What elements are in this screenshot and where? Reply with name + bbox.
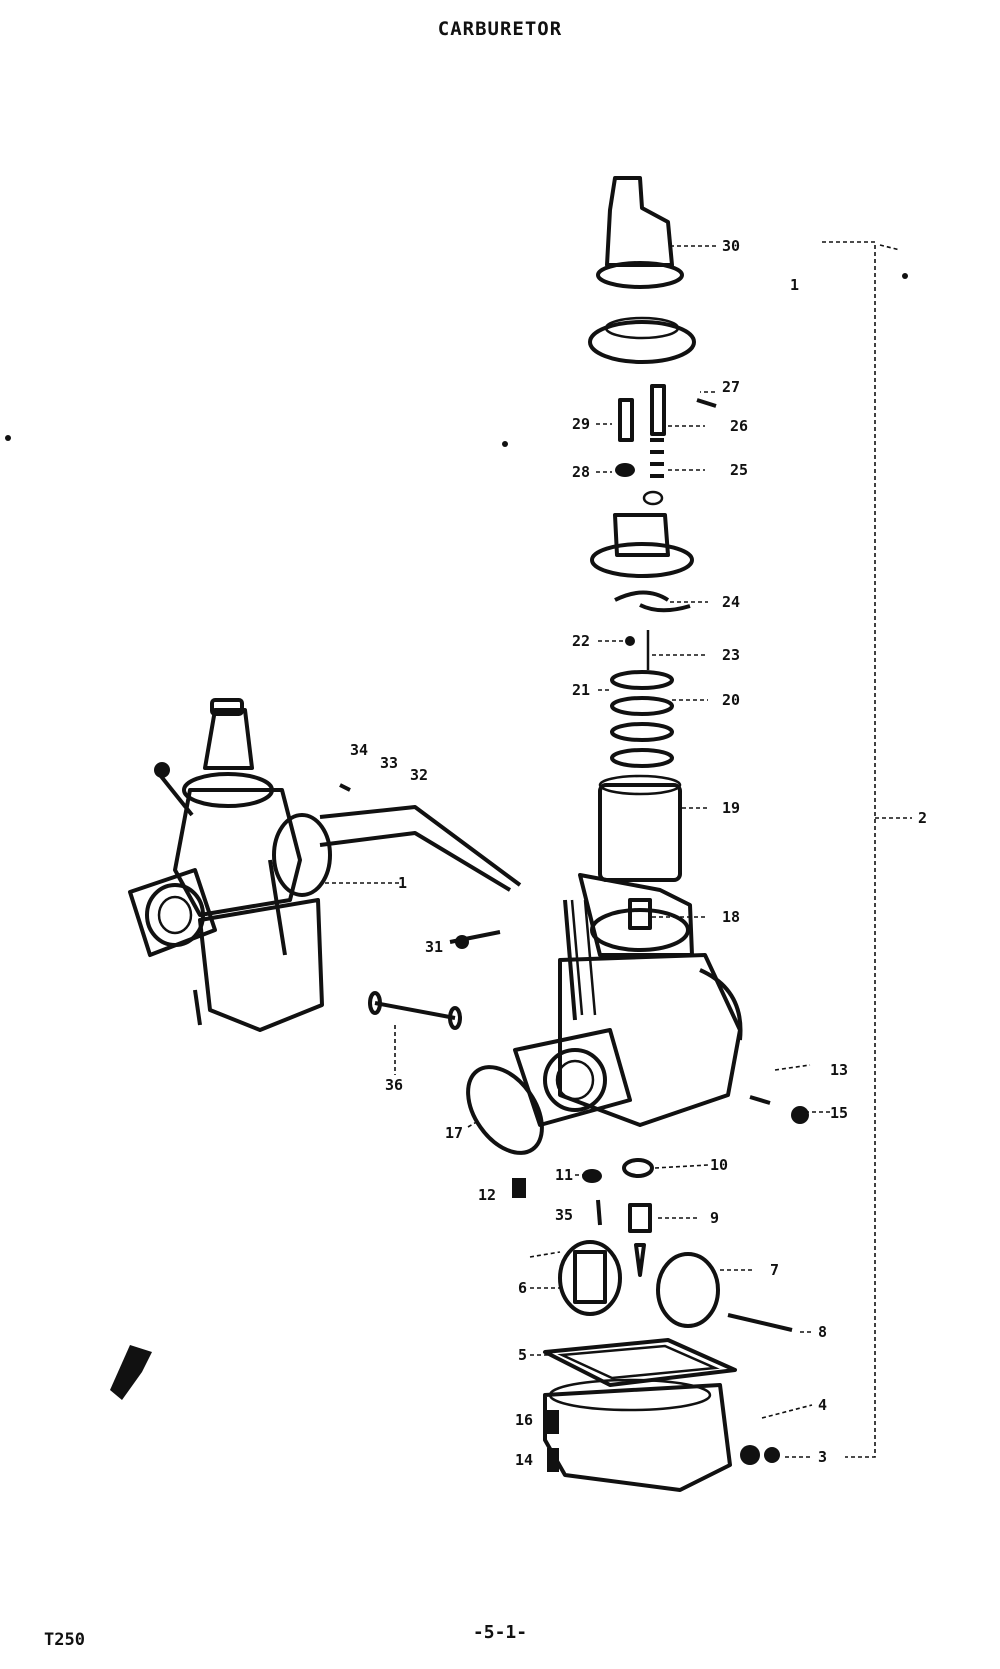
page-number: -5-1- [472,1622,528,1643]
callout-6: 6 [518,1279,527,1297]
callout-1: 1 [398,874,407,892]
callout-15: 15 [830,1104,848,1122]
callout-35: 35 [555,1206,573,1224]
callout-26: 26 [730,417,748,435]
callout-5: 5 [518,1346,527,1364]
callout-34: 34 [350,741,368,759]
callout-27: 27 [722,378,740,396]
callout-10: 10 [710,1156,728,1174]
callout-21: 21 [572,681,590,699]
callout-24: 24 [722,593,740,611]
callout-7: 7 [770,1261,779,1279]
page-title: CARBURETOR [437,18,563,40]
callout-32: 32 [410,766,428,784]
callout-2: 2 [918,809,927,827]
callout-33: 33 [380,754,398,772]
callout-16: 16 [515,1411,533,1429]
callout-31: 31 [425,938,443,956]
callout-13: 13 [830,1061,848,1079]
callout-9: 9 [710,1209,719,1227]
callout-25: 25 [730,461,748,479]
callout-23: 23 [722,646,740,664]
exploded-parts-illustration [5,176,908,1492]
callout-labels: 30 1 27 29 26 28 25 24 22 23 21 20 19 2 … [350,237,927,1469]
callout-20: 20 [722,691,740,709]
callout-19: 19 [722,799,740,817]
callout-22: 22 [572,632,590,650]
callout-29: 29 [572,415,590,433]
callout-11: 11 [555,1166,573,1184]
callout-4: 4 [818,1396,827,1414]
callout-30: 30 [722,237,740,255]
model-code: T250 [44,1630,85,1650]
callout-18: 18 [722,908,740,926]
callout-17: 17 [445,1124,463,1142]
assembled-carburetor-illustration [128,698,332,1032]
callout-8: 8 [818,1323,827,1341]
callout-28: 28 [572,463,590,481]
callout-12: 12 [478,1186,496,1204]
callout-36: 36 [385,1076,403,1094]
callout-3: 3 [818,1448,827,1466]
leader-lines [325,241,912,1458]
callout-14: 14 [515,1451,533,1469]
callout-1-top: 1 [790,276,799,294]
